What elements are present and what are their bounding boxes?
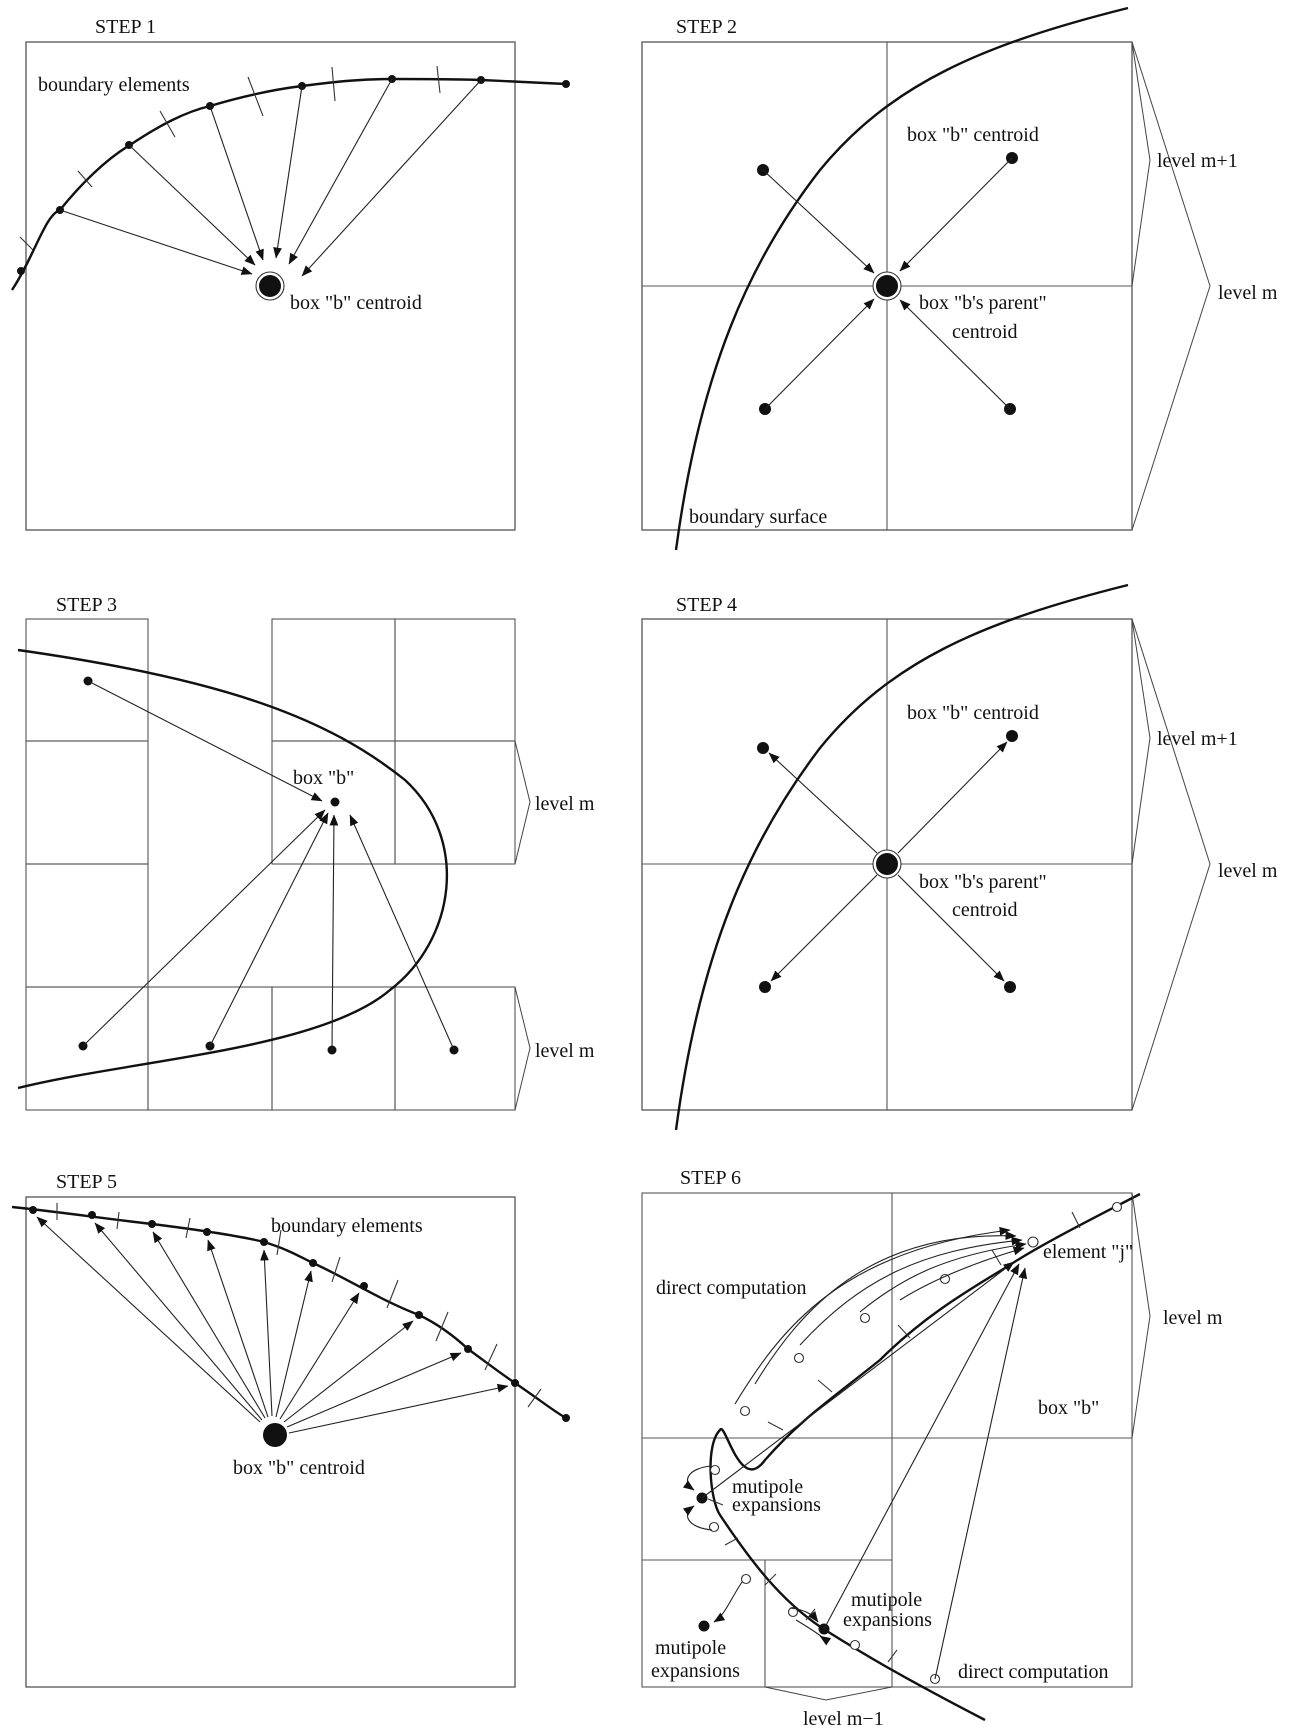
step2-parent-label-line1: box "b's parent": [919, 292, 1047, 314]
step6-panel: STEP 6: [641, 1167, 1223, 1729]
step4-parent-label-line1: box "b's parent": [919, 871, 1047, 893]
step6-grid: [641, 1192, 1133, 1688]
step2-arrows: [762, 157, 1013, 410]
step6-mp-mid-line1: mutipole: [851, 1589, 922, 1611]
step3-arrows: [82, 680, 455, 1051]
step2-surface-label: boundary surface: [689, 506, 827, 528]
step1-boundary-curve: [10, 77, 567, 291]
step3-box-label: box "b": [293, 767, 354, 789]
step4-child-centroid-label: box "b" centroid: [907, 702, 1039, 724]
step2-level-lower-label: level m: [1218, 282, 1278, 304]
step3-box-b-centroid: [330, 797, 340, 807]
step2-boundary-surface-curve: [674, 6, 1129, 551]
step5-centroid-label: box "b" centroid: [233, 1457, 365, 1479]
step6-direct-top-label: direct computation: [656, 1277, 807, 1299]
step5-arrows: [36, 1216, 509, 1434]
step6-level-m-minus-1-label: level m−1: [803, 1708, 884, 1729]
step6-local-arrows: [682, 1465, 832, 1646]
step6-arrows-to-element-j: [701, 1226, 1028, 1680]
step6-mp-left-line1: mutipole: [732, 1476, 803, 1498]
step5-element-nodes: [29, 1206, 570, 1422]
step1-element-ticks: [19, 65, 441, 251]
step2-title: STEP 2: [676, 16, 737, 38]
step5-elements-label: boundary elements: [271, 1215, 423, 1237]
step6-box-label: box "b": [1038, 1397, 1099, 1419]
step2-level-upper-label: level m+1: [1157, 150, 1238, 172]
step4-parent-label-line2: centroid: [952, 899, 1018, 921]
step6-element-j-label: element "j": [1043, 1241, 1133, 1263]
step4-level-lower-label: level m: [1218, 860, 1278, 882]
step4-panel: STEP 4 box "b" centroid box "b's parent"…: [641, 583, 1278, 1131]
step5-title: STEP 5: [56, 1171, 117, 1193]
step3-level-brackets: [514, 740, 531, 1111]
step5-centroid: [263, 1423, 287, 1447]
step4-level-brackets: [1131, 618, 1211, 1111]
step2-level-brackets: [1131, 41, 1211, 531]
step4-boundary-curve: [674, 583, 1129, 1131]
step2-parent-label-line2: centroid: [952, 321, 1018, 343]
step1-box: [25, 41, 516, 531]
step6-boundary-curve: [709, 1192, 1141, 1722]
step3-grid-cells: [25, 618, 516, 1111]
step4-title: STEP 4: [676, 594, 737, 616]
step5-box: [25, 1196, 516, 1688]
step6-element-j: [1027, 1236, 1039, 1248]
step2-panel: STEP 2 box "b" centroid box "b's parent"…: [641, 6, 1278, 551]
step2-child-centroid-label: box "b" centroid: [907, 124, 1039, 146]
step4-arrows: [768, 741, 1008, 982]
step3-level-lower-label: level m: [535, 1040, 595, 1062]
step5-boundary-curve: [11, 1205, 567, 1420]
step4-parent-centroid: [876, 853, 898, 875]
step6-mp-bottom-line1: mutipole: [655, 1637, 726, 1659]
step6-element-ticks: [707, 1211, 1081, 1663]
step6-level-m-label: level m: [1163, 1307, 1223, 1329]
step1-elements-label: boundary elements: [38, 74, 190, 96]
step6-mp-bottom-line2: expansions: [651, 1660, 740, 1682]
step1-arrows: [59, 78, 482, 277]
step4-child-centroids: [757, 730, 1018, 993]
step6-element-nodes: [708, 1201, 1123, 1685]
step6-level-brackets: [764, 1192, 1151, 1701]
step6-direct-bottom-label: direct computation: [958, 1661, 1109, 1683]
step1-panel: STEP 1: [10, 16, 570, 531]
step3-panel: STEP 3: [17, 594, 595, 1111]
step4-level-upper-label: level m+1: [1157, 728, 1238, 750]
step5-panel: STEP 5: [11, 1171, 570, 1688]
step1-element-nodes: [17, 75, 570, 275]
step6-title: STEP 6: [680, 1167, 741, 1189]
step5-element-ticks: [56, 1203, 542, 1408]
step1-centroid: [259, 275, 281, 297]
step3-boundary-curve: [17, 648, 448, 1090]
step3-title: STEP 3: [56, 594, 117, 616]
step2-parent-centroid: [876, 275, 898, 297]
step6-mp-left-line2: expansions: [732, 1494, 821, 1516]
step1-title: STEP 1: [95, 16, 156, 38]
step6-mp-mid-line2: expansions: [843, 1609, 932, 1631]
step1-centroid-label: box "b" centroid: [290, 292, 422, 314]
step3-level-upper-label: level m: [535, 793, 595, 815]
